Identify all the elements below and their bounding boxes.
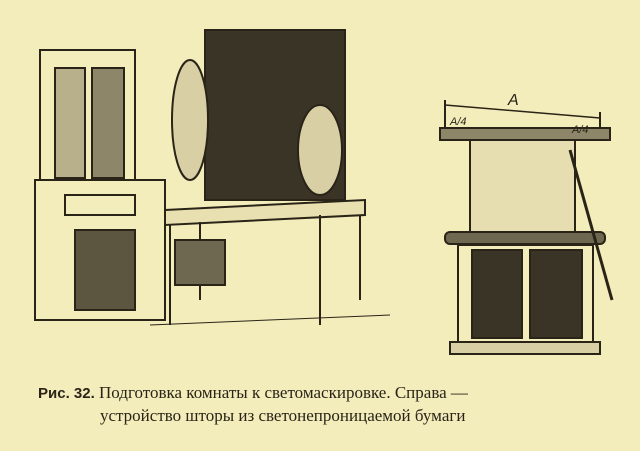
blind-diagram <box>439 100 614 355</box>
person-left <box>171 59 209 181</box>
dimension-left-quarter-label: A/4 <box>449 116 467 128</box>
table <box>164 198 366 227</box>
paper-blind <box>469 139 576 236</box>
dimension-right-quarter-label: A/4 <box>571 124 589 136</box>
illustration: A A/4 A/4 <box>34 29 614 355</box>
figure-caption: Рис. 32. Подготовка комнаты к светомаски… <box>38 382 628 427</box>
caption-line-2: устройство шторы из светонепроницаемой б… <box>100 406 466 425</box>
dimension-a-label: A <box>507 92 519 109</box>
sideboard <box>34 179 166 321</box>
cord <box>568 149 614 301</box>
room-scene <box>34 29 391 326</box>
figure-number: Рис. 32. <box>38 385 95 402</box>
caption-line-1: Подготовка комнаты к светомаскировке. Сп… <box>99 383 468 402</box>
person-right <box>297 104 343 196</box>
roller <box>444 231 606 245</box>
